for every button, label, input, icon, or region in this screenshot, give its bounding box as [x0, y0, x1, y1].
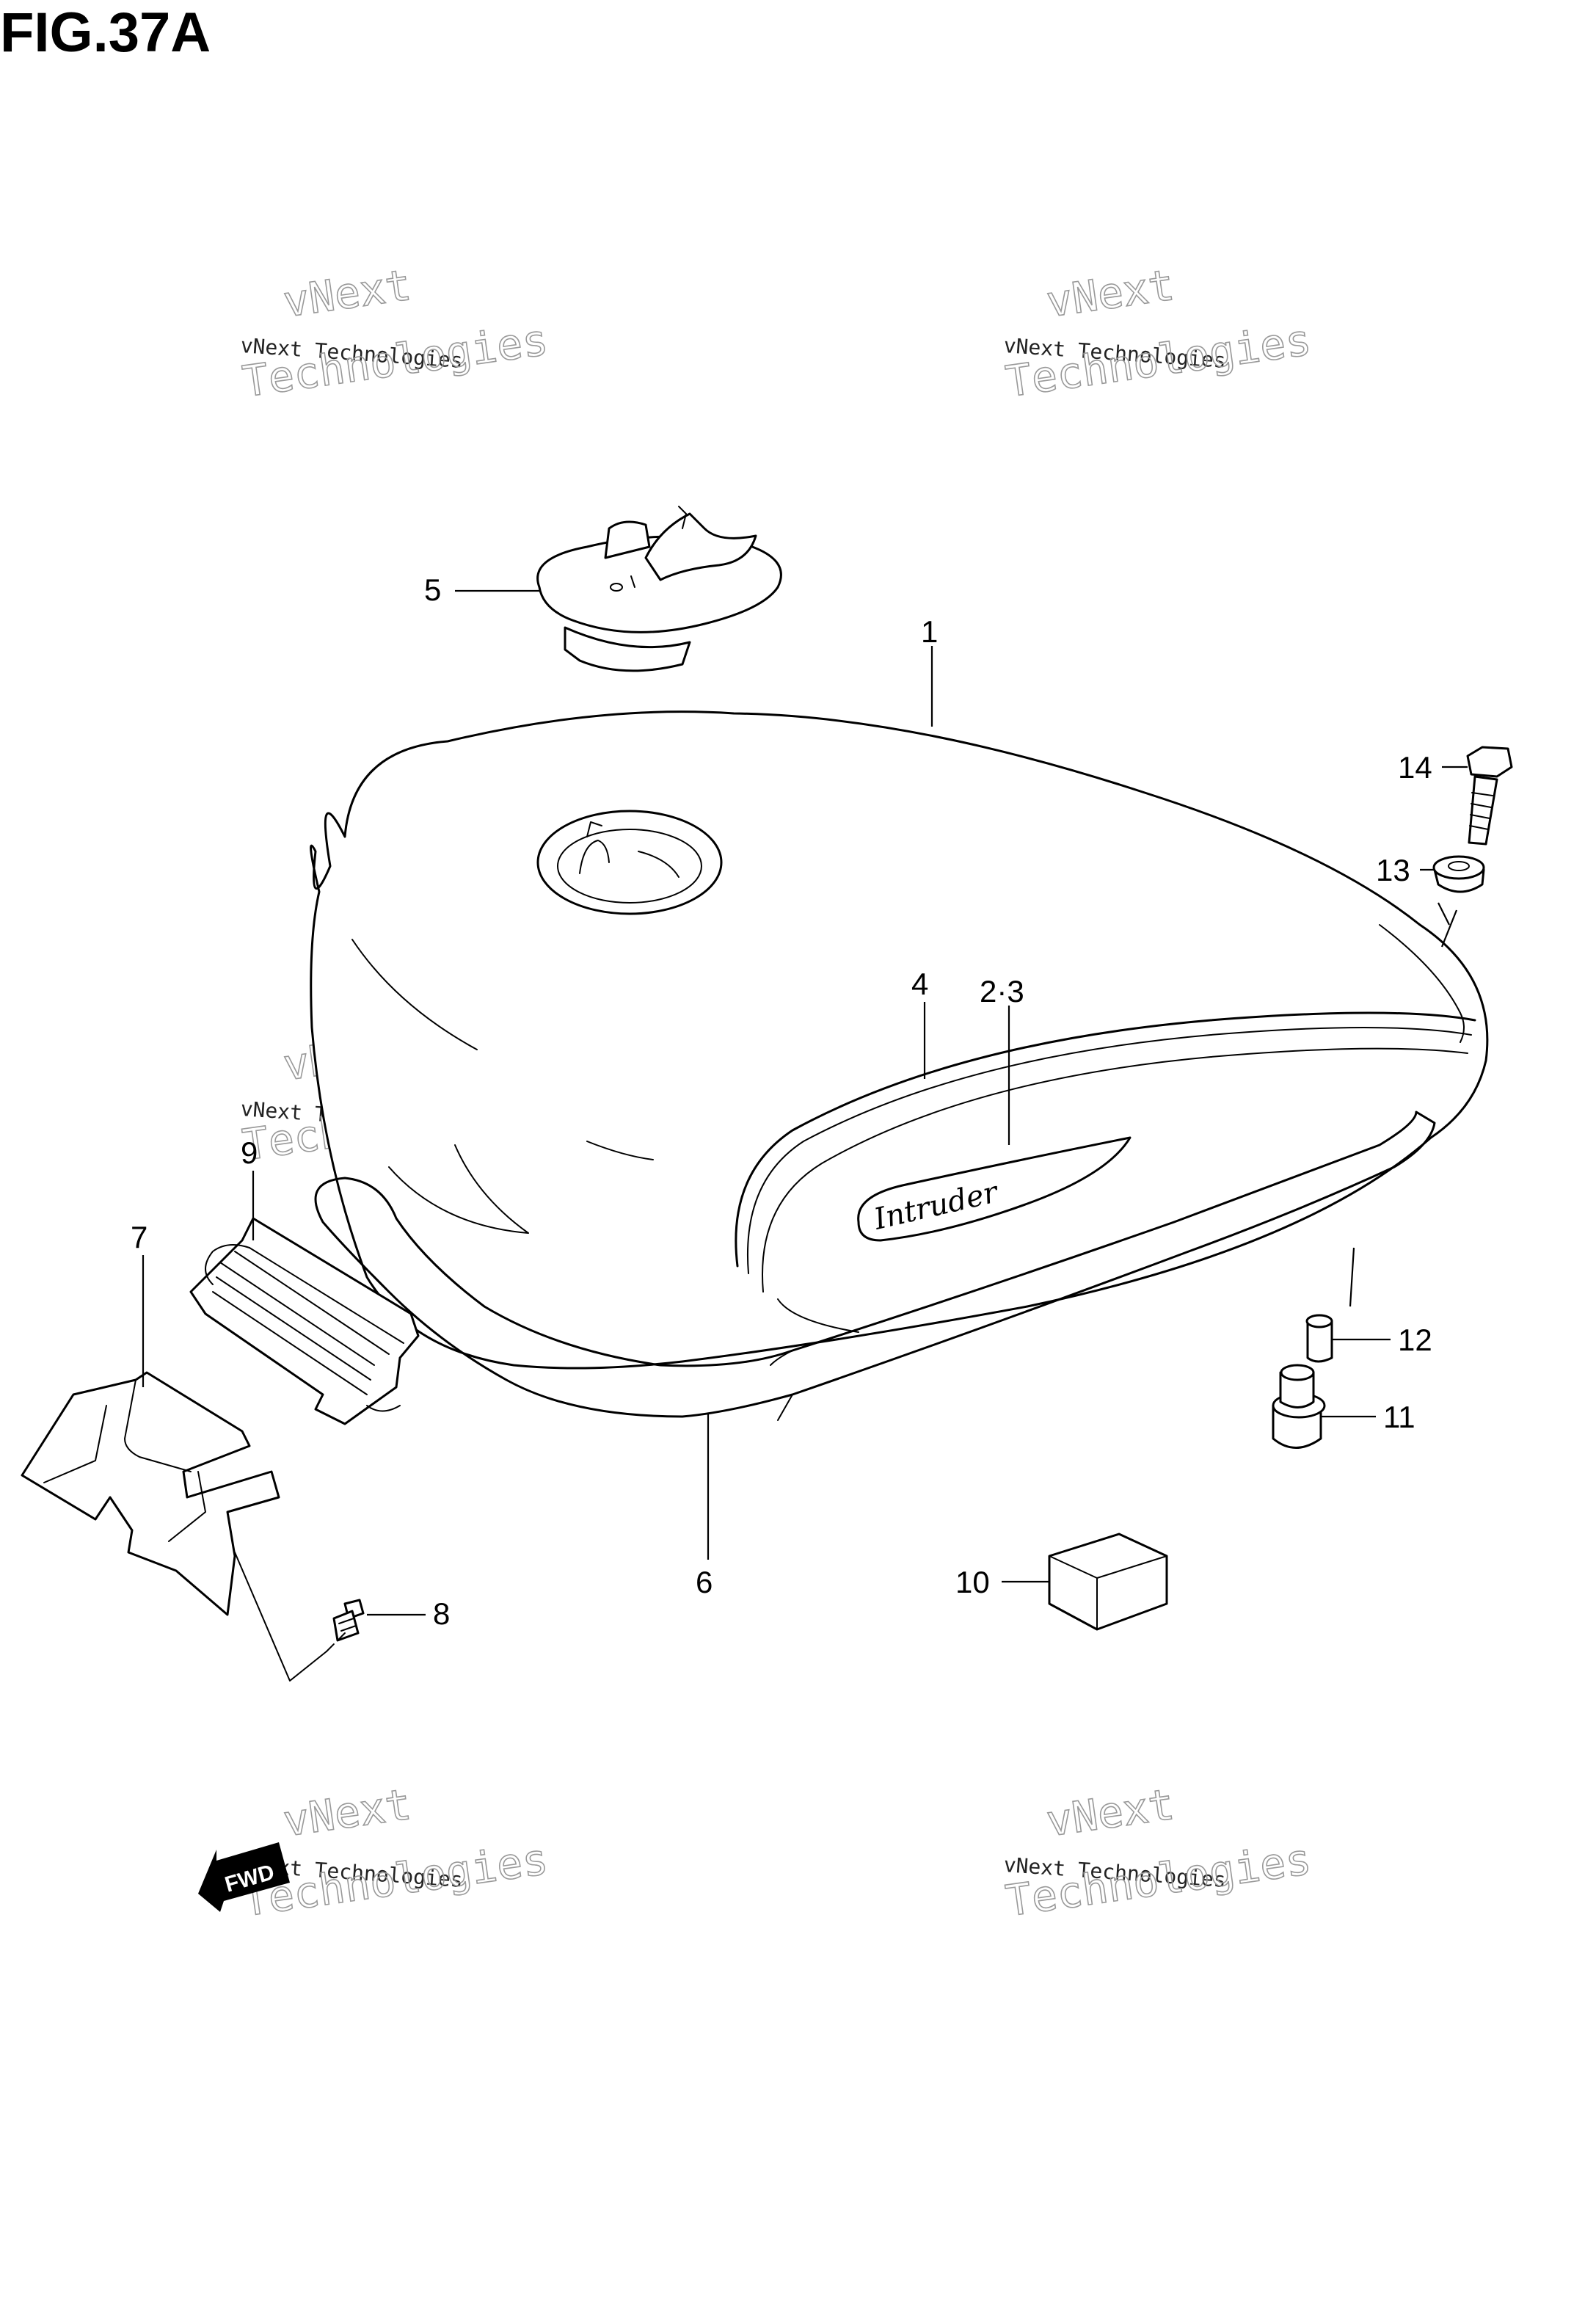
callout-13: 13	[1376, 853, 1410, 887]
part-bracket	[21, 1371, 280, 1616]
callout-11: 11	[1383, 1400, 1415, 1434]
part-grip-pad	[189, 1217, 420, 1425]
callout-2-3: 2·3	[980, 974, 1024, 1008]
part-washer-13	[1432, 855, 1485, 893]
callout-14: 14	[1398, 750, 1432, 785]
part-collar-12	[1305, 1314, 1333, 1363]
watermark-top-right: vNext vNext Technologies Technologies	[1002, 259, 1315, 407]
watermark-top-left: vNext vNext Technologies Technologies	[239, 259, 552, 407]
part-rubber-trim	[314, 1110, 1436, 1421]
part-bolt-14	[1466, 746, 1513, 846]
leader-tank-right	[1440, 909, 1458, 948]
leader-12	[1332, 1247, 1391, 1341]
watermark-big-1: vNext	[280, 260, 414, 327]
callout-12: 12	[1398, 1323, 1432, 1357]
part-cushion-11	[1272, 1364, 1326, 1449]
watermark-bottom-left: vNext vNext Technologies Technologies	[239, 1778, 552, 1927]
callout-1: 1	[921, 614, 938, 649]
callout-6: 6	[696, 1565, 713, 1599]
watermark-big-2: Technologies	[239, 315, 550, 407]
leader-13	[1420, 868, 1450, 926]
callout-7: 7	[131, 1220, 147, 1254]
callout-10: 10	[955, 1565, 990, 1599]
guide-line-screw	[326, 1632, 346, 1652]
part-fuel-tank: Intruder	[310, 710, 1489, 1370]
watermark-big-2: Technologies	[1002, 315, 1313, 407]
guide-line-bracket	[234, 1552, 327, 1682]
callout-5: 5	[424, 572, 441, 607]
watermark-big-1: vNext	[1043, 1779, 1177, 1847]
part-sponge	[1048, 1533, 1168, 1631]
watermark-big-2: Technologies	[1002, 1834, 1313, 1927]
part-fuel-cap	[536, 506, 782, 672]
watermark-bottom-right: vNext vNext Technologies Technologies	[1002, 1778, 1315, 1927]
watermark-big-1: vNext	[280, 1779, 414, 1847]
watermark-big-1: vNext	[1043, 260, 1177, 327]
figure-title: FIG.37A	[0, 1, 211, 64]
callout-4: 4	[911, 967, 928, 1001]
callout-8: 8	[433, 1596, 450, 1631]
part-screw-8	[332, 1599, 365, 1642]
callout-9: 9	[241, 1135, 258, 1170]
